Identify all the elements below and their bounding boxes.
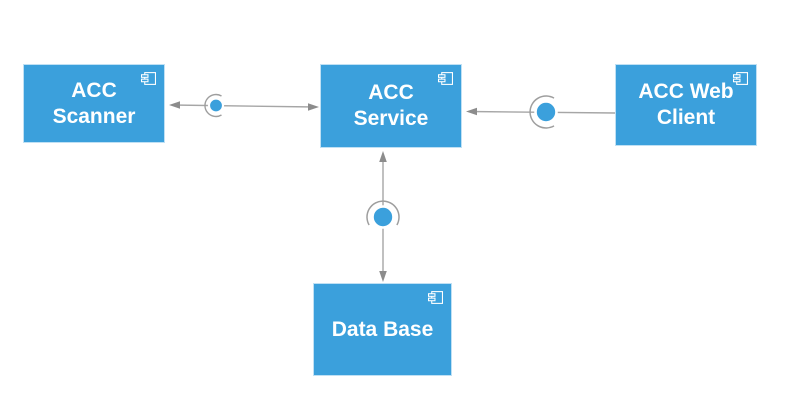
ball-interface-icon bbox=[371, 205, 395, 229]
component-icon bbox=[428, 291, 443, 304]
arrowhead-down-icon bbox=[379, 271, 387, 282]
component-icon bbox=[438, 72, 453, 85]
arrowhead-right-icon bbox=[308, 103, 319, 111]
node-label: ACC Scanner bbox=[52, 78, 136, 128]
component-icon bbox=[141, 72, 156, 85]
node-label: Data Base bbox=[331, 317, 434, 341]
component-icon bbox=[733, 72, 748, 85]
ball-interface-icon bbox=[207, 97, 225, 114]
node-acc-scanner[interactable]: ACC Scanner bbox=[23, 64, 165, 143]
node-acc-service[interactable]: ACC Service bbox=[320, 64, 462, 148]
node-data-base[interactable]: Data Base bbox=[313, 283, 452, 376]
arrowhead-left-icon bbox=[169, 101, 180, 109]
node-label: ACC Web Client bbox=[638, 80, 734, 129]
connector-line[interactable] bbox=[171, 104, 317, 108]
connector-service-database[interactable] bbox=[366, 151, 400, 282]
socket-arc-icon bbox=[366, 200, 400, 226]
arrowhead-left-icon bbox=[466, 107, 477, 116]
arrowhead-up-icon bbox=[379, 151, 387, 162]
ball-interface-icon bbox=[534, 100, 558, 124]
connector-web-client-service[interactable] bbox=[466, 95, 616, 129]
connector-service-scanner[interactable] bbox=[169, 93, 319, 118]
node-acc-web-client[interactable]: ACC Web Client bbox=[615, 64, 757, 146]
socket-arc-icon bbox=[204, 93, 222, 118]
socket-arc-icon bbox=[529, 95, 555, 129]
node-label: ACC Service bbox=[353, 81, 429, 130]
